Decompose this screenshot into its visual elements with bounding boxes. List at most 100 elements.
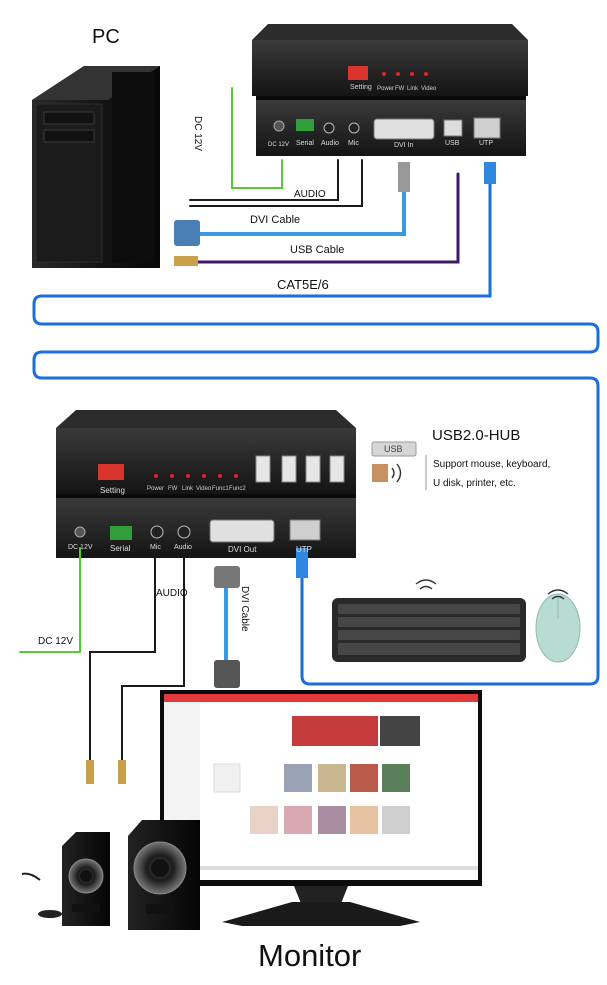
- tx-port-label: DC 12V: [268, 142, 290, 148]
- tx-switch-label: Setting: [350, 84, 372, 91]
- led-icon: [382, 72, 386, 76]
- usb-plug-icon: [174, 256, 198, 266]
- rx-led-label: FW: [168, 486, 178, 492]
- usb-hub-title: USB2.0-HUB: [432, 427, 521, 444]
- wireless-signal-icon: [415, 579, 437, 590]
- rx-port-label: Mic: [150, 544, 161, 551]
- led-icon: [424, 72, 428, 76]
- tx-led-label: Video: [421, 86, 437, 92]
- pc-tower: [32, 66, 160, 268]
- usb-stick-icon: [371, 441, 417, 457]
- power-jack-icon: [273, 120, 285, 132]
- led-icon: [396, 72, 400, 76]
- wireless-signal-icon: [547, 589, 569, 600]
- speakers: [21, 820, 200, 930]
- led-icon: [154, 474, 158, 478]
- led-icon: [218, 474, 222, 478]
- rj45-plug-icon: [296, 548, 308, 578]
- audio-cable-label-top: AUDIO: [294, 189, 326, 200]
- audio-cable-bottom-1: [89, 547, 156, 761]
- dvi-port-icon: [373, 118, 435, 140]
- tx-port-label: Mic: [348, 140, 359, 147]
- tx-led-label: Link: [407, 86, 419, 92]
- usb-cable-top: [194, 172, 460, 264]
- rx-led-label: Link: [182, 486, 194, 492]
- usb-a-port-icon: [255, 455, 271, 483]
- usb-support-line-2: U disk, printer, etc.: [433, 478, 516, 489]
- dc-cable-label-bottom: DC 12V: [38, 636, 74, 647]
- rx-port-label: DC 12V: [68, 544, 93, 551]
- mouse: [535, 593, 581, 663]
- rx-led-label: Video: [196, 486, 212, 492]
- usb-b-port-icon: [443, 119, 463, 137]
- power-jack-icon: [74, 526, 86, 538]
- dvi-port-icon: [209, 519, 275, 543]
- transmitter-unit: [252, 24, 528, 156]
- dvi-plug-icon: [398, 162, 410, 192]
- dvi-plug-icon: [174, 220, 200, 246]
- audio-cable-bottom-2: [121, 547, 185, 761]
- dip-switch-icon: [348, 66, 368, 80]
- rx-port-label: Serial: [110, 544, 131, 553]
- audio-jack-icon: [177, 525, 191, 539]
- rx-switch-label: Setting: [100, 486, 125, 495]
- wireless-signal-icon: [391, 463, 402, 483]
- serial-terminal-icon: [296, 119, 314, 131]
- audio-plug-icon: [118, 760, 126, 784]
- tx-port-label: DVI In: [394, 142, 414, 149]
- rx-port-label: UTP: [296, 545, 312, 554]
- serial-terminal-icon: [110, 526, 132, 540]
- rj45-plug-icon: [484, 162, 496, 184]
- led-icon: [186, 474, 190, 478]
- cat-cable: [32, 178, 600, 686]
- rx-led-label: Power: [147, 486, 165, 492]
- tx-port-label: Serial: [296, 140, 314, 147]
- tx-port-label: Audio: [321, 140, 339, 147]
- mic-jack-icon: [150, 525, 164, 539]
- receiver-unit: [56, 410, 356, 558]
- pc-title: PC: [92, 26, 120, 48]
- audio-plug-icon: [86, 760, 94, 784]
- dc-cable-label-top: DC 12V: [192, 116, 203, 152]
- tx-led-label: FW: [395, 86, 405, 92]
- dvi-plug-icon: [214, 566, 240, 588]
- monitor: [160, 690, 482, 926]
- led-icon: [202, 474, 206, 478]
- usb-a-port-icon: [329, 455, 345, 483]
- led-icon: [410, 72, 414, 76]
- audio-jack-icon: [323, 122, 335, 134]
- lower-cables: [19, 547, 228, 761]
- dc-cable-top: [231, 87, 283, 189]
- cat-cable-label: CAT5E/6: [277, 277, 329, 292]
- usb-a-port-icon: [305, 455, 321, 483]
- dip-switch-icon: [98, 464, 124, 480]
- rj45-port-icon: [289, 519, 321, 541]
- tx-port-label: USB: [445, 140, 460, 147]
- audio-cable-top-1: [189, 159, 363, 207]
- monitor-title: Monitor: [258, 938, 362, 973]
- rx-port-label: DVI Out: [228, 545, 257, 554]
- keyboard: [332, 598, 526, 662]
- usb-support-line-1: Support mouse, keyboard,: [433, 459, 551, 470]
- led-icon: [170, 474, 174, 478]
- tx-led-label: Power: [377, 86, 395, 92]
- rx-led-label: Func2: [229, 486, 246, 492]
- audio-cable-top-2: [189, 159, 339, 201]
- audio-cable-label-bottom: AUDIO: [156, 588, 188, 599]
- tx-port-label: UTP: [479, 140, 493, 147]
- rj45-port-icon: [473, 117, 501, 139]
- usb-chip-label: USB: [384, 444, 403, 454]
- led-icon: [234, 474, 238, 478]
- dc-cable-bottom: [19, 547, 81, 653]
- dvi-cable-top: [198, 186, 406, 236]
- dvi-cable-label-bottom: DVI Cable: [239, 586, 250, 632]
- usb-cable-label-top: USB Cable: [290, 244, 345, 256]
- mic-jack-icon: [348, 122, 360, 134]
- rx-port-label: Audio: [174, 544, 192, 551]
- upper-cables: [32, 87, 600, 686]
- rx-led-label: Func1: [212, 486, 229, 492]
- dvi-cable-label-top: DVI Cable: [250, 214, 301, 226]
- usb-a-port-icon: [281, 455, 297, 483]
